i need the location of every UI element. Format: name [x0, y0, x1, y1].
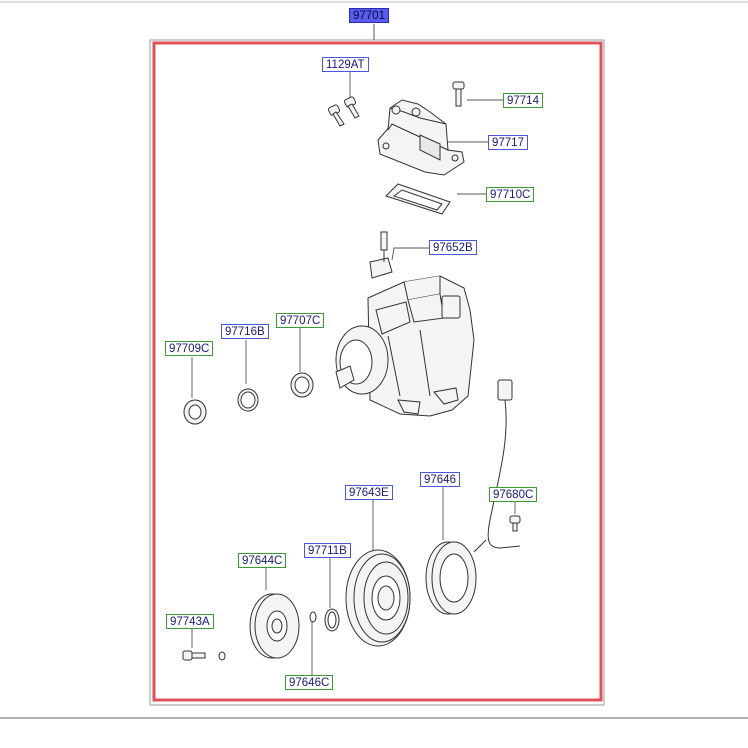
ring-97709c: [183, 399, 207, 425]
snap-ring-97711b: [324, 608, 340, 632]
hub-97644c: [249, 593, 300, 659]
assembly-label[interactable]: 97701: [349, 8, 389, 23]
compressor-body: [335, 275, 475, 417]
bolt-97680c: [509, 515, 521, 532]
label-97646c[interactable]: 97646C: [285, 675, 334, 690]
label-97709c[interactable]: 97709C: [165, 341, 214, 356]
label-97716b[interactable]: 97716B: [221, 324, 269, 339]
label-97710c[interactable]: 97710C: [486, 187, 535, 202]
label-97711b[interactable]: 97711B: [304, 543, 351, 558]
label-97643e[interactable]: 97643E: [345, 485, 393, 500]
bolt-97743a: [182, 650, 226, 661]
highlight-frame: [152, 41, 603, 702]
label-1129at[interactable]: 1129AT: [322, 57, 369, 72]
label-97652b[interactable]: 97652B: [429, 240, 477, 255]
pulley-97643e: [345, 549, 411, 647]
screw-97714: [452, 81, 465, 107]
clutch-cable: [473, 379, 521, 553]
label-97743a[interactable]: 97743A: [166, 614, 214, 629]
label-97714[interactable]: 97714: [503, 93, 543, 108]
shim-97646c: [309, 611, 317, 623]
label-97717[interactable]: 97717: [488, 135, 528, 150]
ring-97716b: [237, 388, 259, 412]
coil-97646: [425, 541, 477, 615]
outer-frame: [149, 39, 605, 706]
gasket-97710c: [385, 183, 451, 215]
ring-97707c: [290, 372, 314, 398]
label-97644c[interactable]: 97644C: [238, 553, 287, 568]
sensor-97652b: [369, 231, 393, 279]
leader-lines: [191, 72, 516, 675]
bolts-1129at: [327, 96, 360, 127]
label-97646[interactable]: 97646: [420, 472, 460, 487]
label-97680c[interactable]: 97680C: [489, 487, 538, 502]
label-97707c[interactable]: 97707C: [276, 313, 325, 328]
cover-97717: [377, 99, 465, 176]
